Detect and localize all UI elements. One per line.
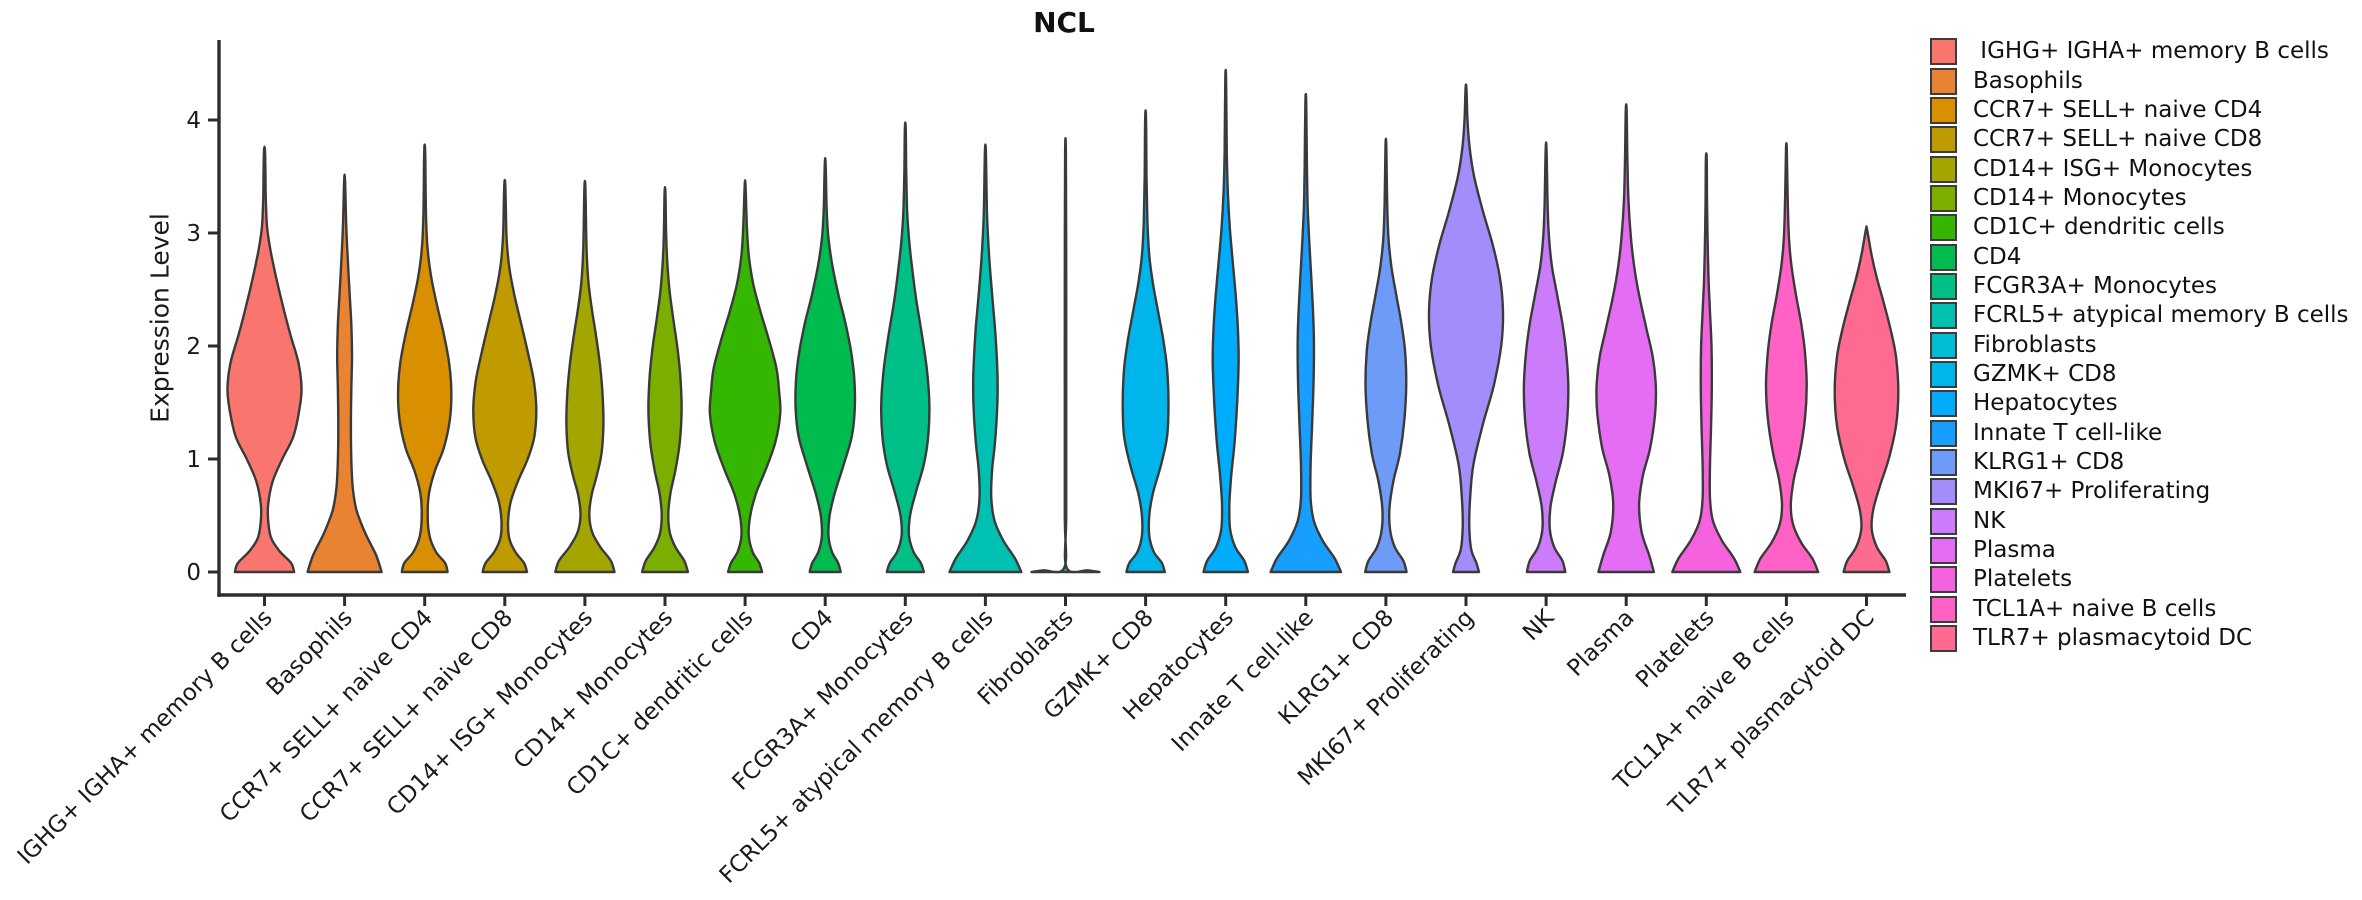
y-axis-title: Expression Level xyxy=(145,213,175,423)
legend-label: CD1C+ dendritic cells xyxy=(1973,214,2225,241)
violin-shape xyxy=(948,143,1023,574)
legend-item: Hepatocytes xyxy=(1930,389,2349,418)
legend-swatch xyxy=(1930,243,1957,271)
legend-swatch xyxy=(1930,595,1957,623)
violin-shape xyxy=(1671,152,1742,574)
legend-label: CD4 xyxy=(1973,243,2022,270)
legend-item: KLRG1+ CD8 xyxy=(1930,448,2349,477)
legend-label: Plasma xyxy=(1973,537,2056,564)
violin-shape xyxy=(1121,109,1170,574)
x-axis-label: Plasma xyxy=(1562,605,1639,682)
legend-item: TCL1A+ naive B cells xyxy=(1930,595,2349,624)
legend-label: Innate T cell-like xyxy=(1973,419,2163,446)
violin-shape xyxy=(1833,225,1900,574)
x-axis-label: Innate T cell-like xyxy=(1167,605,1319,757)
violin-shape xyxy=(306,173,383,574)
legend-swatch xyxy=(1930,419,1957,447)
legend-swatch xyxy=(1930,625,1957,653)
legend-item: Basophils xyxy=(1930,66,2349,95)
y-tick-label: 2 xyxy=(186,334,201,360)
y-tick-label: 3 xyxy=(186,221,201,247)
legend-item: Innate T cell-like xyxy=(1930,418,2349,447)
violin-shape xyxy=(1595,103,1658,574)
legend-swatch xyxy=(1930,184,1957,212)
legend-label: CD14+ Monocytes xyxy=(1973,184,2187,211)
y-tick-label: 4 xyxy=(186,108,201,134)
legend-item: FCRL5+ atypical memory B cells xyxy=(1930,301,2349,330)
legend-label: GZMK+ CD8 xyxy=(1973,360,2117,387)
legend-swatch xyxy=(1930,478,1957,506)
x-axis-label: IGHG+ IGHA+ memory B cells xyxy=(13,605,278,870)
x-axis-label: CD4 xyxy=(786,605,839,658)
legend-item: CD4 xyxy=(1930,242,2349,271)
legend-swatch xyxy=(1930,537,1957,565)
legend-swatch xyxy=(1930,390,1957,418)
legend-swatch xyxy=(1930,96,1957,124)
legend-label: TLR7+ plasmacytoid DC xyxy=(1973,625,2253,652)
violin-shape xyxy=(794,157,857,574)
legend-item: Fibroblasts xyxy=(1930,330,2349,359)
legend-item: GZMK+ CD8 xyxy=(1930,360,2349,389)
legend-label: TCL1A+ naive B cells xyxy=(1973,595,2217,622)
legend-label: CCR7+ SELL+ naive CD8 xyxy=(1973,126,2263,153)
x-axis-label: NK xyxy=(1518,604,1560,646)
legend-swatch xyxy=(1930,67,1957,95)
legend-swatch xyxy=(1930,331,1957,359)
legend-item: CD1C+ dendritic cells xyxy=(1930,213,2349,242)
legend-swatch xyxy=(1930,155,1957,183)
legend-label: CD14+ ISG+ Monocytes xyxy=(1973,155,2253,182)
legend-item: TLR7+ plasmacytoid DC xyxy=(1930,624,2349,653)
y-tick-label: 1 xyxy=(186,447,201,473)
violin-shape xyxy=(1364,137,1408,574)
legend-swatch xyxy=(1930,272,1957,300)
legend-label: FCGR3A+ Monocytes xyxy=(1973,272,2218,299)
legend-swatch xyxy=(1930,566,1957,594)
y-tick-label: 0 xyxy=(186,560,201,586)
violin-shape xyxy=(880,121,931,574)
violin-shape xyxy=(1753,141,1820,574)
violin-shape xyxy=(226,145,303,574)
legend-swatch xyxy=(1930,126,1957,154)
violin-shape xyxy=(708,179,782,574)
legend-label: IGHG+ IGHA+ memory B cells xyxy=(1973,38,2329,65)
legend-label: FCRL5+ atypical memory B cells xyxy=(1973,302,2349,329)
violin-shape xyxy=(1427,83,1505,574)
violin-shape xyxy=(396,143,453,574)
legend-item: FCGR3A+ Monocytes xyxy=(1930,272,2349,301)
legend-item: CD14+ Monocytes xyxy=(1930,184,2349,213)
legend-swatch xyxy=(1930,38,1957,66)
legend-label: Basophils xyxy=(1973,67,2083,94)
legend-item: IGHG+ IGHA+ memory B cells xyxy=(1930,37,2349,66)
legend-swatch xyxy=(1930,448,1957,476)
violin-shape xyxy=(1202,68,1250,574)
legend-label: CCR7+ SELL+ naive CD4 xyxy=(1973,96,2263,123)
violin-shape xyxy=(1030,137,1101,574)
legend-swatch xyxy=(1930,507,1957,535)
legend-label: Platelets xyxy=(1973,566,2073,593)
legend-label: NK xyxy=(1973,507,2006,534)
chart-title: NCL xyxy=(1033,6,1095,39)
legend-item: Plasma xyxy=(1930,536,2349,565)
legend-label: Fibroblasts xyxy=(1973,331,2097,358)
violin-shape xyxy=(1522,141,1570,574)
legend-item: Platelets xyxy=(1930,565,2349,594)
legend-item: NK xyxy=(1930,507,2349,536)
legend-label: Hepatocytes xyxy=(1973,390,2118,417)
legend-item: CCR7+ SELL+ naive CD8 xyxy=(1930,125,2349,154)
violin-shape xyxy=(472,178,538,574)
legend-item: CD14+ ISG+ Monocytes xyxy=(1930,154,2349,183)
legend-swatch xyxy=(1930,214,1957,242)
violin-shape xyxy=(640,186,690,574)
violin-shape xyxy=(554,179,616,574)
legend-swatch xyxy=(1930,302,1957,330)
violin-shape xyxy=(1269,92,1343,574)
x-axis-label: CD14+ Monocytes xyxy=(509,605,678,774)
legend-item: CCR7+ SELL+ naive CD4 xyxy=(1930,96,2349,125)
legend-label: KLRG1+ CD8 xyxy=(1973,448,2125,475)
legend-label: MKI67+ Proliferating xyxy=(1973,478,2211,505)
legend-item: MKI67+ Proliferating xyxy=(1930,477,2349,506)
legend-swatch xyxy=(1930,360,1957,388)
